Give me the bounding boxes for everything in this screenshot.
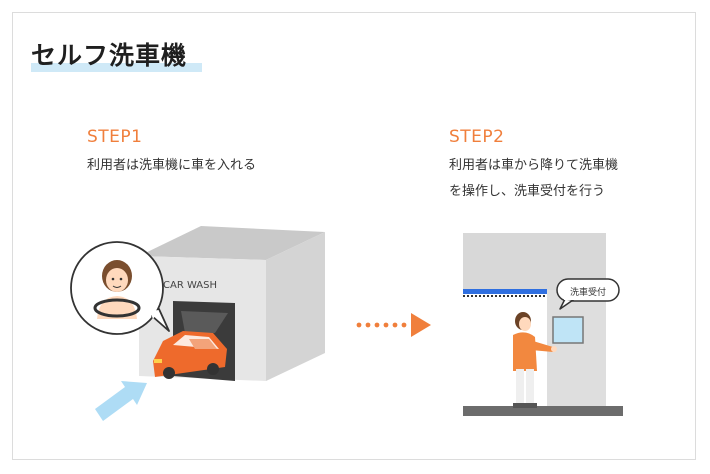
title-highlight bbox=[31, 63, 202, 72]
entry-arrow bbox=[95, 381, 147, 421]
wash-machine bbox=[463, 233, 623, 416]
driver-speech-bubble bbox=[70, 241, 170, 335]
person bbox=[513, 312, 557, 408]
car bbox=[153, 331, 227, 379]
dotted-arrow bbox=[356, 313, 431, 337]
reception-bubble-text: 洗車受付 bbox=[570, 286, 606, 298]
step2-label: STEP2 bbox=[449, 127, 505, 147]
reception-speech-bubble bbox=[556, 278, 620, 310]
step2-description-line2: を操作し、洗車受付を行う bbox=[449, 184, 606, 199]
car-wash-sign: CAR WASH bbox=[163, 280, 217, 291]
step1-description: 利用者は洗車機に車を入れる bbox=[87, 158, 257, 173]
page-title: セルフ洗車機 bbox=[31, 41, 188, 70]
illustration-canvas: CAR WASH bbox=[70, 226, 623, 421]
step1-label: STEP1 bbox=[87, 127, 143, 147]
step2-description-line1: 利用者は車から降りて洗車機 bbox=[449, 158, 619, 173]
slide-frame: セルフ洗車機 STEP1 利用者は洗車機に車を入れる STEP2 利用者は車から… bbox=[12, 12, 696, 460]
